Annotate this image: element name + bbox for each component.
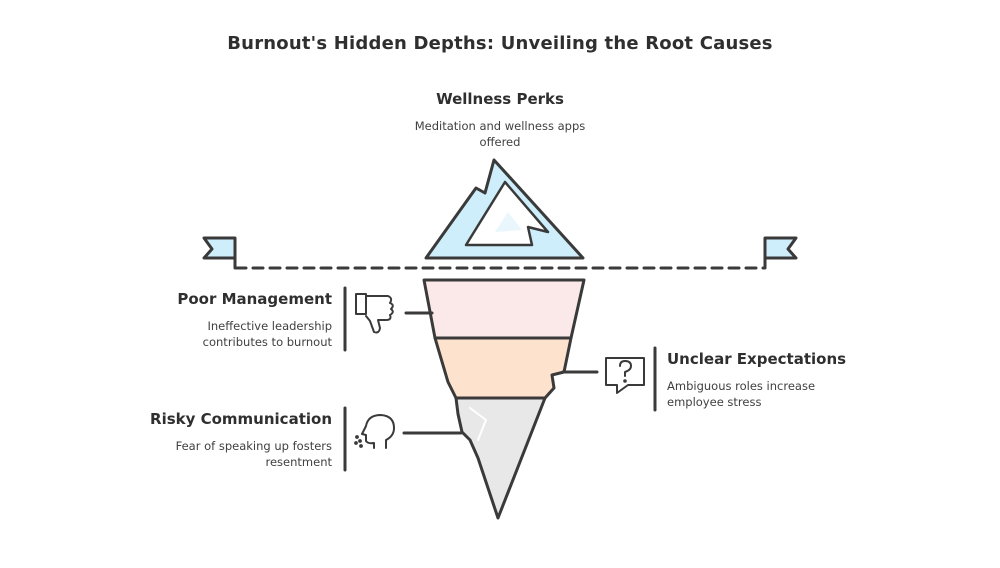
layer-2-heading: Unclear Expectations xyxy=(667,350,847,368)
layer-2-description: Ambiguous roles increase employee stress xyxy=(667,379,816,409)
question-bubble-icon xyxy=(605,357,645,394)
layer-3-band xyxy=(454,396,547,520)
layer-2-band xyxy=(433,336,573,400)
tip-heading: Wellness Perks xyxy=(436,90,564,108)
layer-1-band xyxy=(422,278,586,340)
layer-3-heading: Risky Communication xyxy=(150,410,332,428)
left-flag xyxy=(202,236,237,270)
tip-description: Meditation and wellness apps offered xyxy=(414,119,586,149)
silent-head-icon xyxy=(354,414,395,449)
thumbs-down-icon xyxy=(355,293,394,334)
layer-1-description: Ineffective leadership contributes to bu… xyxy=(202,319,332,349)
layer-1-heading: Poor Management xyxy=(177,290,332,308)
diagram-title: Burnout's Hidden Depths: Unveiling the R… xyxy=(227,33,773,54)
right-flag xyxy=(763,236,798,270)
layer-3-description: Fear of speaking up fosters resentment xyxy=(175,439,332,469)
iceberg-tip-inner xyxy=(464,180,550,247)
